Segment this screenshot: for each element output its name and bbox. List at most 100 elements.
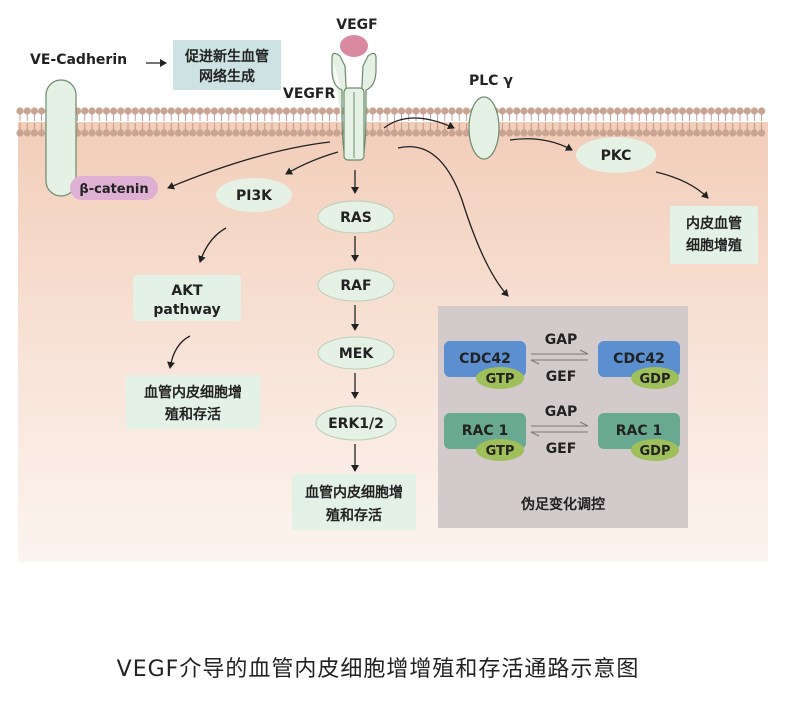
lipid-head [700,129,708,137]
lipid-head [534,129,543,137]
arrow-vegfr-to-plc [383,117,455,130]
lipid-head [174,129,182,137]
lipid-head [232,129,240,137]
lipid-head [520,129,528,137]
arrow-pi3k-to-akt [198,227,227,263]
lipid-head [750,107,759,115]
gef-label-1: GEF [546,369,577,385]
lipid-head [506,129,514,137]
plc-outcome-line1: 内皮血管 [686,215,742,232]
lipid-head [563,107,571,115]
rac1-left-label: RAC 1 [462,423,509,439]
vegf-ligand [340,35,368,57]
lipid-head [311,107,319,115]
lipid-head [549,129,557,137]
mapk-outcome-line2: 殖和存活 [325,507,382,524]
lipid-head [678,107,687,115]
lipid-head [333,129,341,137]
lipid-head [390,107,398,115]
lipid-head [570,129,579,137]
raf-label: RAF [340,278,371,294]
lipid-head [714,129,723,137]
lipid-head [218,129,226,137]
lipid-head [290,129,298,137]
raf-protein [317,268,395,302]
ras-protein [317,200,395,234]
lipid-head [419,107,427,115]
lipid-head [722,107,730,115]
pi3k-outcome-box [126,375,260,429]
lipid-head [426,107,434,115]
lipid-head [174,107,182,115]
lipid-head [138,107,146,115]
lipid-head [578,107,586,115]
plc-outcome-line2: 细胞增殖 [686,237,742,254]
lipid-head [146,107,154,115]
lipid-head [693,129,701,137]
lipid-head [448,129,456,137]
arrow-plc-to-pkc [509,138,573,151]
gap-label-2: GAP [545,404,578,420]
lipid-head [282,107,290,115]
lipid-head [95,107,103,115]
akt-line1: AKT [171,283,203,299]
lipid-head [635,129,643,137]
lipid-head [225,129,233,137]
lipid-head [455,107,463,115]
lipid-head [434,129,442,137]
lipid-head [707,129,715,137]
mapk-outcome-box [292,474,416,530]
lipid-head [606,129,615,137]
beta-catenin-shape [70,176,158,200]
lipid-head [585,107,593,115]
lipid-head [304,107,312,115]
lipid-head [628,129,636,137]
lipid-head [678,129,687,137]
lipid-head [542,129,550,137]
lipid-head [642,129,651,137]
lipid-head [182,107,190,115]
lipid-head [462,129,470,137]
pkc-protein [576,137,656,173]
lipid-head [729,107,737,115]
lipid-head [405,129,413,137]
lipid-head [124,107,132,115]
gdp-pill [631,367,679,389]
lipid-head [225,107,233,115]
lipid-head [412,129,420,137]
lipid-head [520,107,528,115]
lipid-head [614,129,622,137]
ve-effect-line1: 促进新生血管 [184,48,269,65]
lipid-head [441,129,449,137]
ve-effect-line2: 网络生成 [199,68,255,85]
lipid-head [210,129,218,137]
lipid-head [686,129,694,137]
lipid-head [333,107,341,115]
lipid-head [232,107,240,115]
lipid-head [498,129,506,137]
lipid-head [383,107,391,115]
lipid-head [95,129,103,137]
lipid-head [246,107,254,115]
pi3k-label: PI3K [236,188,273,204]
lipid-head [441,107,449,115]
akt-line2: pathway [153,302,220,318]
pi3k-protein [216,178,292,212]
lipid-head [88,107,96,115]
lipid-head [758,129,766,137]
lipid-head [203,107,211,115]
gef-label-2: GEF [546,441,577,457]
lipid-head [282,129,290,137]
lipid-head [297,129,305,137]
gtp-pill [476,439,524,461]
lipid-head [570,107,579,115]
lipid-head [650,129,658,137]
lipid-head [722,129,730,137]
lipid-head [376,129,384,137]
gdp-pill [631,439,679,461]
lipid-head [102,107,110,115]
lipid-head [146,129,154,137]
lipid-head [412,107,420,115]
lipid-head [38,129,46,137]
